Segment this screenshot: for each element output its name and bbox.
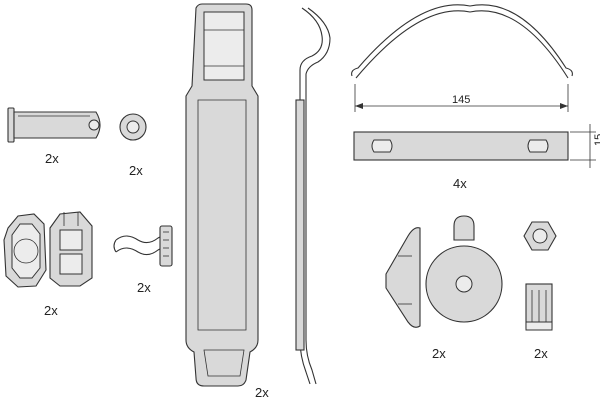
- spring-plate-quantity: 4x: [453, 176, 467, 191]
- length-value: 145: [452, 94, 470, 106]
- height-dimension: [570, 124, 596, 168]
- hex-nut: [523, 221, 557, 251]
- wire-clip: [113, 225, 173, 267]
- clevis-pin: [7, 107, 101, 143]
- bracket-quantity: 2x: [255, 385, 269, 400]
- height-value: 15: [593, 134, 600, 146]
- long-bracket-side: [295, 7, 331, 385]
- cup-side: [385, 227, 421, 328]
- cup-disc: [425, 215, 503, 323]
- washer: [119, 113, 147, 141]
- bushing-side: [49, 211, 93, 287]
- nut-quantity: 2x: [534, 346, 548, 361]
- washer-quantity: 2x: [129, 163, 143, 178]
- clip-quantity: 2x: [137, 280, 151, 295]
- pin-quantity: 2x: [45, 151, 59, 166]
- bushing-quantity: 2x: [44, 303, 58, 318]
- cup-quantity: 2x: [432, 346, 446, 361]
- long-bracket-front: [185, 3, 259, 387]
- length-dimension: [354, 84, 569, 112]
- spring-plate: [353, 131, 569, 161]
- bushing-round: [3, 213, 47, 288]
- nut-side: [525, 283, 553, 331]
- arched-spring: [351, 4, 573, 79]
